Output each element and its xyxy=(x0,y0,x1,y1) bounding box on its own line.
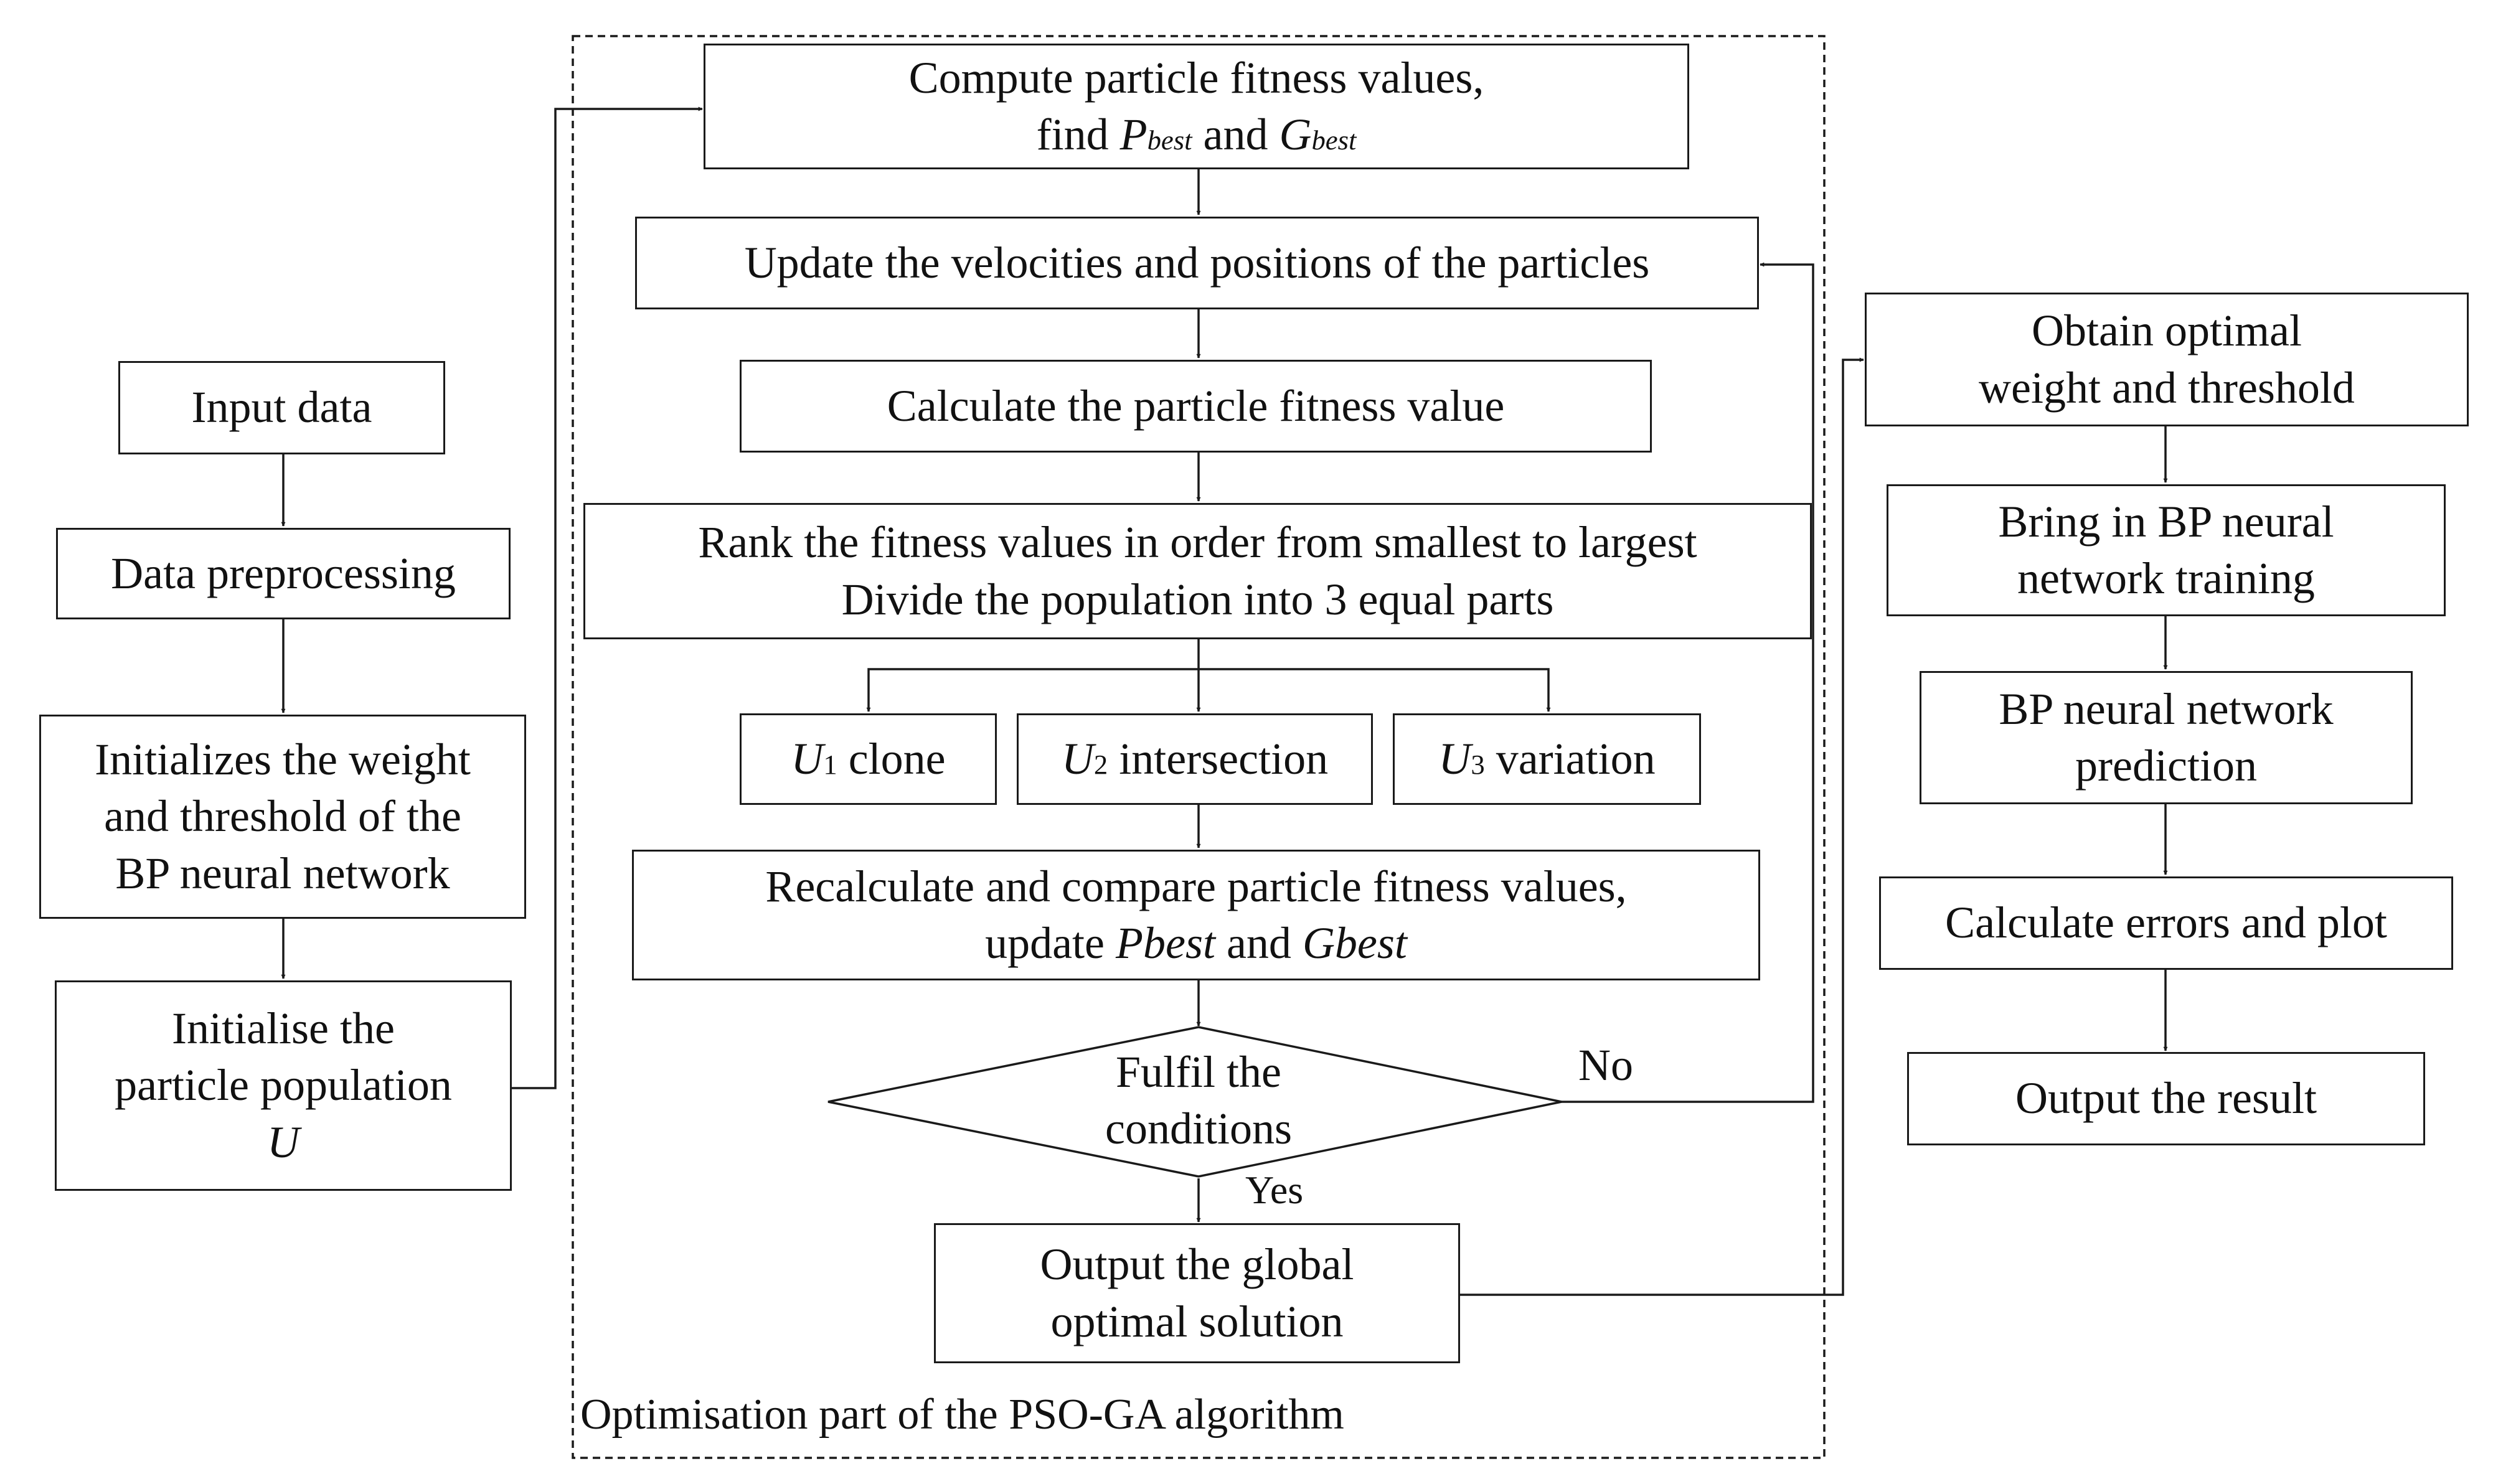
compute-fitness-box: Compute particle fitness values, find Pb… xyxy=(704,44,1689,169)
u1-symbol: U xyxy=(791,733,824,784)
pbest-subscript: best xyxy=(1147,124,1192,156)
output-result-box: Output the result xyxy=(1907,1052,2425,1145)
u2-subscript: 2 xyxy=(1093,748,1108,780)
u2-text: intersection xyxy=(1108,733,1329,784)
recalc-update-text: update xyxy=(985,918,1116,968)
calculate-fitness-box: Calculate the particle fitness value xyxy=(740,360,1652,453)
u3-text: variation xyxy=(1484,733,1656,784)
predict-line-2: prediction xyxy=(2075,741,2257,791)
output-result-label: Output the result xyxy=(2015,1073,2317,1124)
calculate-errors-box: Calculate errors and plot xyxy=(1879,876,2453,970)
input-data-label: Input data xyxy=(191,382,372,433)
condition-label: Fulfil the conditions xyxy=(1012,1044,1385,1158)
bp-training-box: Bring in BP neural network training xyxy=(1887,484,2446,616)
update-velocities-box: Update the velocities and positions of t… xyxy=(635,217,1759,309)
rank-line-1: Rank the fitness values in order from sm… xyxy=(698,517,1697,568)
recalc-gbest: Gbest xyxy=(1302,918,1407,968)
init-particles-line-2: particle population xyxy=(115,1060,452,1111)
pbest-symbol: P xyxy=(1119,110,1148,159)
init-particle-population-box: Initialise the particle population U xyxy=(55,980,512,1191)
init-weight-threshold-box: Initializes the weight and threshold of … xyxy=(39,715,526,919)
u2-symbol: U xyxy=(1061,733,1094,784)
gbest-subscript: best xyxy=(1311,124,1357,156)
rank-line-2: Divide the population into 3 equal parts xyxy=(841,574,1554,624)
obtain-optimal-box: Obtain optimal weight and threshold xyxy=(1865,293,2469,426)
compute-find-text: find xyxy=(1036,110,1120,159)
output-global-line-1: Output the global xyxy=(1040,1239,1354,1290)
obtain-line-2: weight and threshold xyxy=(1979,362,2355,413)
u2-intersection-box: U2 intersection xyxy=(1017,713,1373,805)
arrow-rank-to-u1 xyxy=(866,668,1199,712)
u3-subscript: 3 xyxy=(1471,748,1485,780)
u1-subscript: 1 xyxy=(823,748,837,780)
compute-fitness-line-1: Compute particle fitness values, xyxy=(908,52,1484,103)
u2-intersection-label: U2 intersection xyxy=(1062,731,1328,787)
no-branch-label: No xyxy=(1578,1040,1633,1090)
bring-line-2: network training xyxy=(2017,553,2315,603)
u1-clone-label: U1 clone xyxy=(791,731,945,787)
recalc-line-1: Recalculate and compare particle fitness… xyxy=(765,861,1627,911)
yes-branch-label: Yes xyxy=(1245,1168,1304,1212)
u1-text: clone xyxy=(837,733,946,784)
u3-variation-label: U3 variation xyxy=(1438,731,1655,787)
init-weight-line-2: and threshold of the xyxy=(104,791,461,842)
bring-line-1: Bring in BP neural xyxy=(1998,496,2334,547)
decision-diamond xyxy=(827,1026,1562,1178)
arrow-rank-to-u3 xyxy=(1199,668,1551,712)
update-velocities-label: Update the velocities and positions of t… xyxy=(744,237,1650,288)
output-global-solution-box: Output the global optimal solution xyxy=(934,1223,1460,1363)
arrow-init-particles-to-compute xyxy=(512,106,703,1089)
init-weight-line-3: BP neural network xyxy=(115,848,450,898)
recalc-and-text: and xyxy=(1215,918,1303,968)
obtain-line-1: Obtain optimal xyxy=(2032,306,2302,356)
u3-symbol: U xyxy=(1438,733,1471,784)
output-global-line-2: optimal solution xyxy=(1050,1296,1344,1346)
pso-ga-frame xyxy=(572,35,1826,1459)
arrow-output-global-to-obtain xyxy=(1460,357,1864,1296)
recalc-pbest: Pbest xyxy=(1116,918,1215,968)
data-preprocessing-label: Data preprocessing xyxy=(111,548,456,598)
compute-fitness-line-2: find Pbest and Gbest xyxy=(1037,106,1357,163)
init-weight-line-1: Initializes the weight xyxy=(95,734,471,784)
condition-line-1: Fulfil the xyxy=(1116,1047,1281,1097)
population-variable-u: U xyxy=(267,1117,299,1167)
gbest-symbol: G xyxy=(1279,110,1312,159)
frame-caption: Optimisation part of the PSO-GA algorith… xyxy=(580,1391,1344,1439)
recalculate-compare-box: Recalculate and compare particle fitness… xyxy=(632,850,1760,980)
u1-clone-box: U1 clone xyxy=(740,713,997,805)
init-particles-line-1: Initialise the xyxy=(172,1003,395,1053)
bp-prediction-box: BP neural network prediction xyxy=(1920,671,2413,804)
recalc-line-2: update Pbest and Gbest xyxy=(985,915,1407,972)
compute-and-text: and xyxy=(1192,110,1279,159)
u3-variation-box: U3 variation xyxy=(1393,713,1701,805)
calculate-errors-label: Calculate errors and plot xyxy=(1945,898,2387,948)
calculate-fitness-label: Calculate the particle fitness value xyxy=(887,380,1505,431)
rank-divide-box: Rank the fitness values in order from sm… xyxy=(583,503,1812,639)
data-preprocessing-box: Data preprocessing xyxy=(56,528,511,619)
predict-line-1: BP neural network xyxy=(1999,683,2334,734)
arrow-condition-no-to-update xyxy=(1562,262,1814,1103)
input-data-box: Input data xyxy=(118,361,445,454)
condition-line-2: conditions xyxy=(1105,1104,1292,1154)
